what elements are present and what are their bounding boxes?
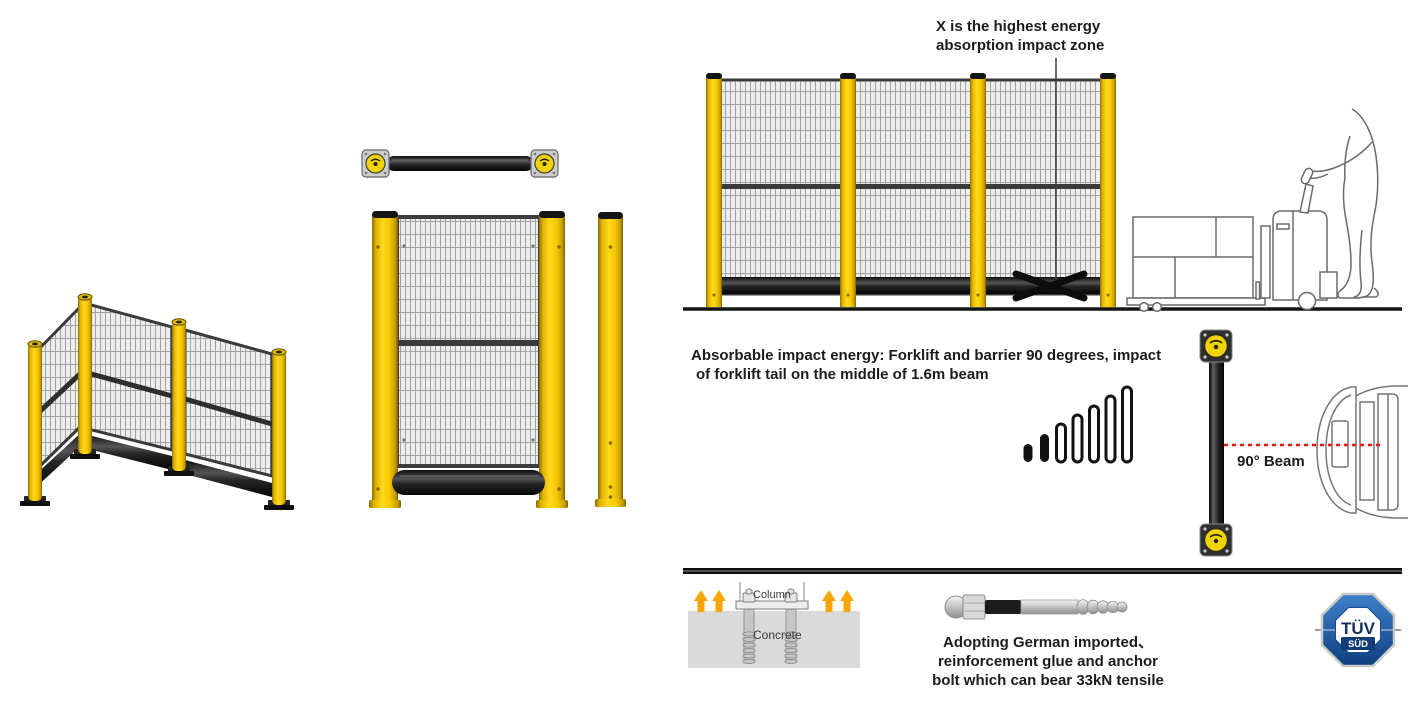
iso-posts (20, 293, 294, 510)
impact-zone-annotation: X is the highest energy absorption impac… (936, 17, 1104, 55)
sud-text: SÜD (1348, 639, 1368, 650)
foundation-diagram (688, 582, 860, 668)
forklift-rear-illustration (1316, 385, 1408, 519)
forklift-side-illustration (1126, 108, 1379, 313)
section-divider (683, 568, 1402, 574)
impact-fence-posts (706, 73, 1116, 307)
anchor-line1: Adopting German imported、 (942, 634, 1153, 651)
absorbable-energy-annotation: Absorbable impact energy: Forklift and b… (691, 346, 1161, 384)
impact-fence-view (683, 58, 1402, 311)
energy-bars-icon (1023, 385, 1133, 464)
base-plate (735, 600, 809, 610)
column-label: Column (753, 589, 791, 601)
concrete-label: Concrete (753, 628, 802, 642)
anchor-bolt-annotation: Adopting German imported、 reinforcement … (920, 633, 1176, 690)
anchor-line2: reinforcement glue and anchor (937, 653, 1159, 670)
absorbable-line1: Absorbable impact energy: Forklift and b… (691, 347, 1162, 364)
impact-x-marker (1012, 270, 1088, 302)
bumper-beam (392, 470, 545, 495)
beam-cap-bottom (1199, 523, 1233, 557)
beam-end-plate-left (361, 149, 390, 178)
anchor-bolt-illustration (944, 594, 1128, 620)
beam-angle-label: 90° Beam (1237, 453, 1305, 470)
tuv-text: TÜV (1341, 619, 1376, 638)
absorbable-line2: of forklift tail on the middle of 1.6m b… (696, 366, 989, 383)
beam-cap-top (1199, 329, 1233, 363)
isometric-fence-view (20, 293, 294, 510)
anchor-line3: bolt which can bear 33kN tensile (932, 672, 1164, 689)
uplift-arrow-icons (694, 590, 854, 612)
beam-90-top-view (1199, 329, 1233, 557)
impact-zone-line2: absorption impact zone (936, 37, 1105, 54)
concrete-block (688, 611, 860, 668)
impact-zone-line1: X is the highest energy (936, 18, 1101, 35)
fence-front-view (369, 211, 568, 508)
single-post-view (595, 212, 626, 507)
tuv-sud-logo: TÜV SÜD (1315, 592, 1401, 668)
beam-top-view (361, 149, 559, 178)
beam-end-plate-right (530, 149, 559, 178)
